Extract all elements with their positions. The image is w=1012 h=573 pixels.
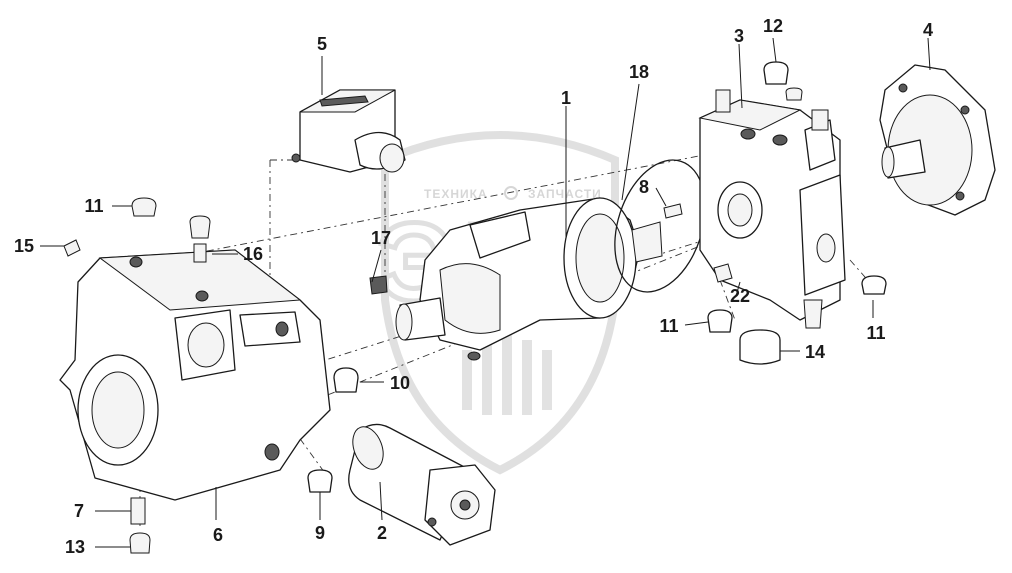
leader-lines bbox=[40, 37, 931, 548]
part-13-plug[interactable] bbox=[129, 532, 151, 554]
part-5-control-block[interactable] bbox=[291, 89, 406, 173]
part-1-rotating-group[interactable] bbox=[369, 197, 663, 361]
callout-17[interactable]: 17 bbox=[371, 228, 391, 248]
callout-9[interactable]: 9 bbox=[315, 523, 325, 543]
callout-14[interactable]: 14 bbox=[805, 342, 825, 362]
watermark-shield-icon bbox=[381, 131, 619, 475]
callout-4[interactable]: 4 bbox=[923, 20, 933, 40]
part-14-cap[interactable] bbox=[739, 329, 781, 365]
callout-15[interactable]: 15 bbox=[14, 236, 34, 256]
part-11-plug-right[interactable] bbox=[861, 275, 887, 295]
part-6-pump-housing[interactable] bbox=[59, 249, 331, 501]
part-11-plug-top[interactable] bbox=[131, 197, 157, 217]
callout-22[interactable]: 22 bbox=[730, 286, 750, 306]
part-15-plug[interactable] bbox=[63, 239, 81, 257]
callout-11-lower[interactable]: 11 bbox=[659, 316, 678, 336]
callout-3[interactable]: 3 bbox=[734, 26, 744, 46]
part-16-plug[interactable] bbox=[189, 215, 211, 263]
callout-10[interactable]: 10 bbox=[390, 373, 410, 393]
part-9-plug[interactable] bbox=[307, 469, 333, 493]
part-10-plug[interactable] bbox=[333, 367, 359, 393]
part-8-pin[interactable] bbox=[663, 203, 683, 219]
callout-16[interactable]: 16 bbox=[243, 244, 263, 264]
watermark-gear-icon bbox=[504, 186, 518, 200]
callout-18[interactable]: 18 bbox=[629, 62, 649, 82]
callout-1[interactable]: 1 bbox=[561, 88, 571, 108]
part-11-plug-lower[interactable] bbox=[707, 309, 733, 333]
watermark-wheat-icon bbox=[462, 335, 552, 415]
callout-8[interactable]: 8 bbox=[639, 177, 649, 197]
part-4-end-cover[interactable] bbox=[879, 64, 996, 216]
part-7-pin[interactable] bbox=[130, 497, 146, 525]
callout-11-right[interactable]: 11 bbox=[866, 323, 885, 343]
callout-2[interactable]: 2 bbox=[377, 523, 387, 543]
watermark-text-left: ТЕХНИКА bbox=[424, 187, 488, 201]
callout-7[interactable]: 7 bbox=[74, 501, 84, 521]
part-2-cylinder[interactable] bbox=[347, 423, 496, 546]
part-3-valve-block[interactable] bbox=[698, 89, 846, 329]
callout-11-top[interactable]: 11 bbox=[84, 196, 103, 216]
callout-12[interactable]: 12 bbox=[763, 16, 783, 36]
callout-labels: 1 2 3 4 5 6 7 8 9 10 11 11 11 12 13 14 1… bbox=[14, 16, 933, 557]
callout-5[interactable]: 5 bbox=[317, 34, 327, 54]
callout-13[interactable]: 13 bbox=[65, 537, 85, 557]
watermark-text-right: ЗАПЧАСТИ bbox=[528, 187, 602, 201]
callout-6[interactable]: 6 bbox=[213, 525, 223, 545]
part-22-plug[interactable] bbox=[713, 263, 733, 283]
part-12-plug[interactable] bbox=[763, 61, 803, 101]
